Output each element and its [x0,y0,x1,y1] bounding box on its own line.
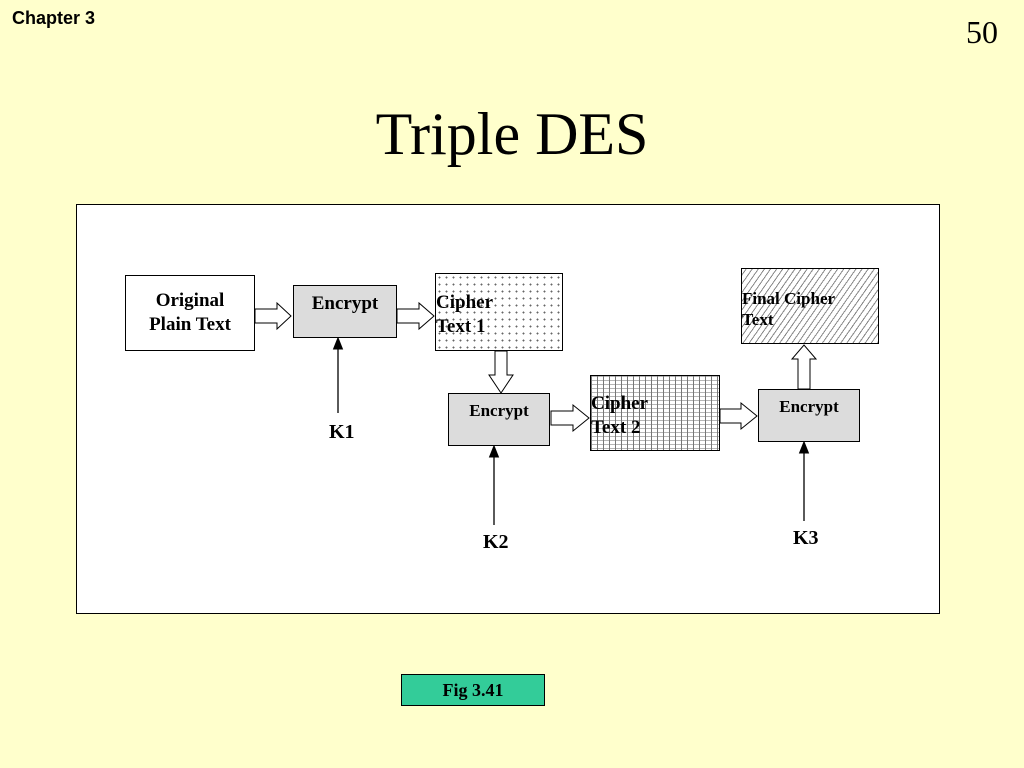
key-k1-label: K1 [329,421,355,443]
final-ciphertext-line-2: Text [742,310,774,329]
ciphertext1-box: Cipher Text 1 [435,273,563,351]
chapter-label: Chapter 3 [12,8,96,28]
encrypt-label-3: Encrypt [779,397,839,416]
block-arrow-encrypt1-to-cipher1 [396,301,435,331]
block-arrow-encrypt2-to-cipher2 [550,403,590,433]
slide-title: Triple DES [375,101,649,167]
encrypt-box-3: Encrypt [758,389,860,442]
diagram-panel: Original Plain Text Encrypt Cipher Text … [76,204,940,614]
ciphertext2-line-1: Cipher [591,393,648,415]
ciphertext2-box: Cipher Text 2 [590,375,720,451]
plaintext-line-1: Original [155,290,225,312]
ciphertext2-line-2: Text 2 [591,417,641,438]
figure-caption: Fig 3.41 [401,674,545,706]
page-number: 50 [966,14,998,50]
plaintext-line-2: Plain Text [149,314,231,335]
plaintext-box: Original Plain Text [125,275,255,351]
diagram-arrows [254,301,818,525]
key-k2-label: K2 [483,531,509,553]
encrypt-label-2: Encrypt [469,401,529,420]
block-arrow-plain-to-encrypt1 [254,301,292,331]
final-ciphertext-line-1: Final Cipher [742,288,836,308]
ciphertext1-line-2: Text 1 [436,316,486,337]
block-arrow-encrypt3-to-final [790,344,818,390]
encrypt-label-1: Encrypt [311,293,379,314]
block-arrow-cipher2-to-encrypt3 [719,401,758,431]
block-arrow-cipher1-to-encrypt2 [488,350,514,394]
ciphertext1-line-1: Cipher [436,292,493,314]
encrypt-box-2: Encrypt [448,393,550,446]
final-ciphertext-box: Final Cipher Text [741,268,879,344]
encrypt-box-1: Encrypt [293,285,397,338]
key-k3-label: K3 [793,527,819,549]
